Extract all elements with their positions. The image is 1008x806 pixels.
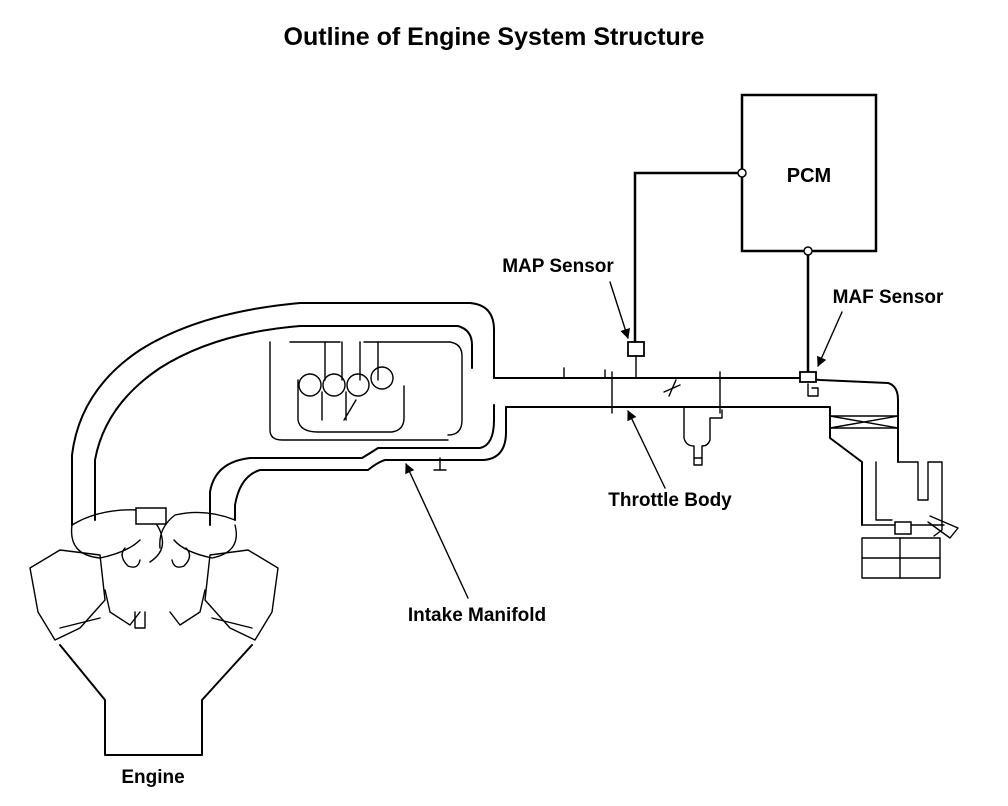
intake-manifold-label: Intake Manifold (408, 605, 546, 626)
signal-wires (633, 168, 813, 372)
pcm-label: PCM (787, 165, 831, 187)
maf-sensor-label: MAF Sensor (833, 287, 944, 308)
pcm-module: PCM (740, 93, 878, 253)
throttle-body (611, 371, 723, 466)
map-sensor (627, 341, 645, 379)
diagram-title: Outline of Engine System Structure (284, 23, 705, 51)
intake-manifold (71, 302, 613, 526)
engine-label: Engine (121, 767, 184, 788)
air-cleaner (719, 371, 959, 579)
leader-arrows (405, 281, 843, 599)
engine-block (29, 507, 279, 756)
map-sensor-label: MAP Sensor (502, 256, 614, 277)
throttle-body-label: Throttle Body (608, 490, 732, 511)
